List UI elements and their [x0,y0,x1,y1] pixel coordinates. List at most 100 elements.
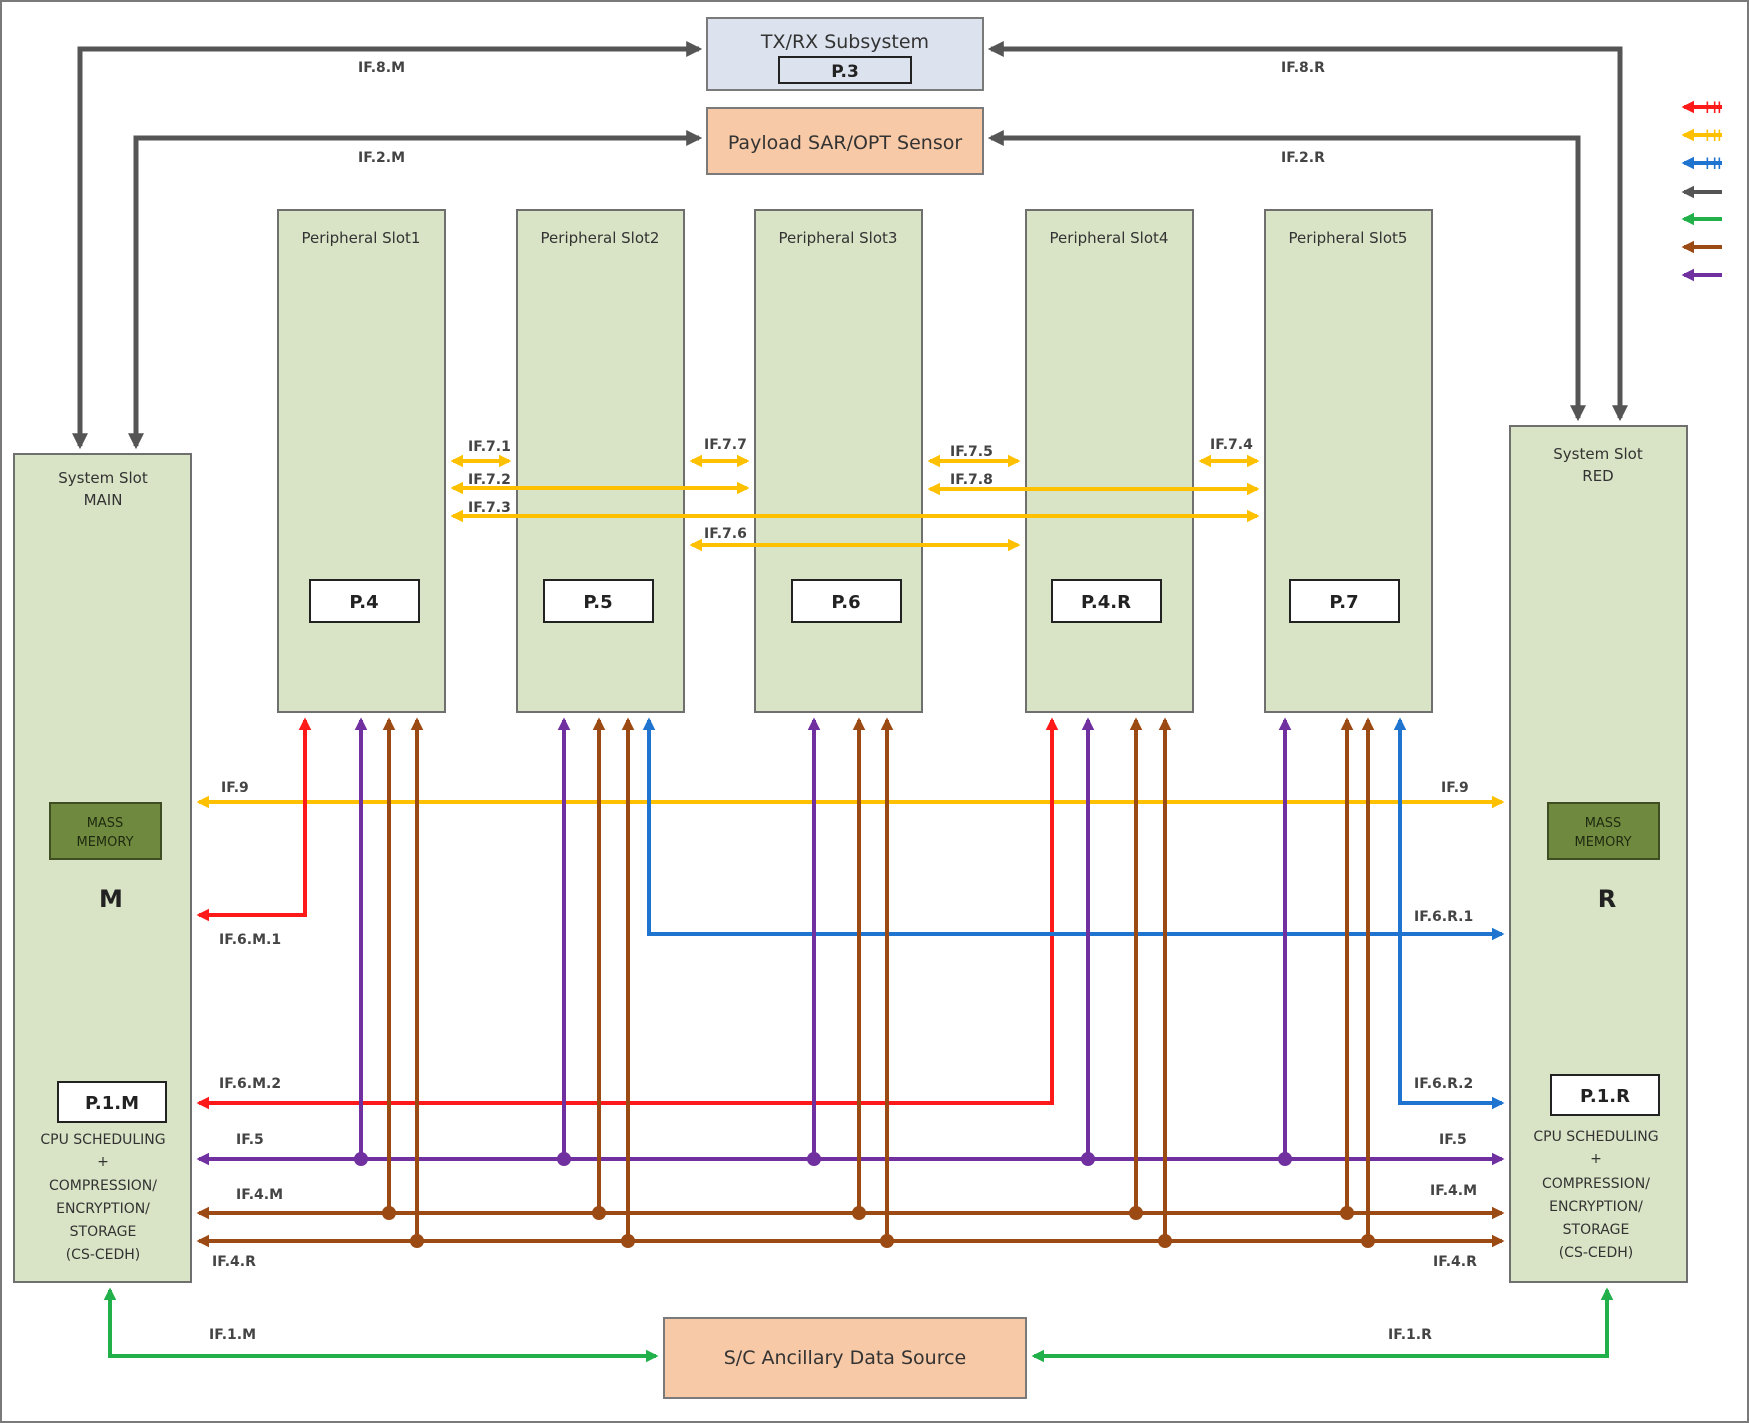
brown-links [196,717,1505,1248]
gray-links [71,40,1629,450]
link-if6r2 [1393,717,1505,1110]
label-if4m-left: IF.4.M [236,1187,283,1203]
peripheral-1-p-label: P.4 [349,592,378,613]
peripheral-5-p-box [1289,579,1400,623]
label-if4m-right: IF.4.M [1430,1183,1477,1199]
ancillary-title: S/C Ancillary Data Source [724,1347,967,1369]
label-if6m2: IF.6.M.2 [219,1076,281,1092]
label-if76: IF.7.6 [704,526,747,542]
green-links [103,1287,1614,1363]
link-if6r1 [642,717,1505,941]
peripheral-4-title: Peripheral Slot4 [1050,229,1169,247]
label-if6r1: IF.6.R.1 [1414,909,1473,925]
label-if8m: IF.8.M [358,60,405,76]
label-if4r-right: IF.4.R [1433,1254,1477,1270]
red-mass-line2: MEMORY [1574,835,1631,850]
legend-item-yellow: HI [1681,126,1722,145]
main-title-line1: System Slot [58,469,148,487]
peripheral-slot-1: Peripheral Slot1 P.4 [277,209,446,713]
peripheral-2-p-box [543,579,654,623]
label-if1m: IF.1.M [209,1327,256,1343]
peripheral-4-p-label: P.4.R [1081,592,1131,613]
label-if71: IF.7.1 [468,439,511,455]
red-desc-1: + [1590,1151,1602,1167]
label-if5-left: IF.5 [236,1132,264,1148]
peripheral-slot-4: Peripheral Slot4 P.4.R [1025,209,1194,713]
main-letter: M [99,885,123,913]
txrx-p-label: P.3 [831,62,859,82]
brown-junctions [382,1206,1375,1248]
label-if8r: IF.8.R [1281,60,1325,76]
label-if2r: IF.2.R [1281,150,1325,166]
label-if5-right: IF.5 [1439,1132,1467,1148]
legend-label-red: HI [1705,98,1722,117]
red-mass-memory [1547,802,1660,860]
link-if2r [987,129,1587,422]
peripheral-2-p-label: P.5 [583,592,612,613]
red-desc-4: STORAGE [1563,1222,1630,1238]
legend-item-blue: HI [1681,154,1722,173]
main-title-line2: MAIN [84,491,123,509]
label-if9-left: IF.9 [221,780,249,796]
label-if6r2: IF.6.R.2 [1414,1076,1473,1092]
main-desc-0: CPU SCHEDULING [40,1132,165,1148]
red-mass-line1: MASS [1585,816,1622,831]
label-if77: IF.7.7 [704,437,747,453]
main-p-label: P.1.M [85,1093,139,1114]
main-mass-line2: MEMORY [76,835,133,850]
label-if73: IF.7.3 [468,500,511,516]
peripheral-slot-2: Peripheral Slot2 P.5 [516,209,685,713]
legend: HI HI HI [1681,98,1722,282]
link-if1m [103,1287,659,1363]
system-slot-red: System Slot RED MASS MEMORY R P.1.R CPU … [1509,425,1688,1283]
red-p-box [1550,1074,1660,1116]
peripheral-slot-5: Peripheral Slot5 P.7 [1264,209,1433,713]
legend-label-blue: HI [1705,154,1722,173]
main-mass-line1: MASS [87,816,124,831]
peripheral-5-title: Peripheral Slot5 [1289,229,1408,247]
label-if78: IF.7.8 [950,472,993,488]
red-p-label: P.1.R [1580,1086,1630,1107]
peripheral-3-title: Peripheral Slot3 [779,229,898,247]
ancillary-data-source-box: S/C Ancillary Data Source [663,1317,1027,1399]
peripheral-1-p-box [309,579,420,623]
link-if8m [71,40,703,450]
label-if4r-left: IF.4.R [212,1254,256,1270]
peripheral-2-title: Peripheral Slot2 [541,229,660,247]
red-desc-0: CPU SCHEDULING [1533,1129,1658,1145]
payload-title: Payload SAR/OPT Sensor [728,132,963,154]
main-desc-3: ENCRYPTION/ [56,1201,150,1217]
red-desc-5: (CS-CEDH) [1559,1245,1634,1261]
link-if1r [1031,1287,1614,1363]
main-mass-memory [49,802,162,860]
label-if6m1: IF.6.M.1 [219,932,281,948]
label-if1r: IF.1.R [1388,1327,1432,1343]
red-letter: R [1598,885,1616,913]
peripheral-1-title: Peripheral Slot1 [302,229,421,247]
legend-label-yellow: HI [1705,126,1722,145]
interface-labels: IF.8.M IF.8.R IF.2.M IF.2.R IF.7.1 IF.7.… [209,60,1477,1343]
peripheral-5-p-label: P.7 [1329,592,1358,613]
label-if74: IF.7.4 [1210,437,1253,453]
payload-sensor-box: Payload SAR/OPT Sensor [706,107,984,175]
main-desc-2: COMPRESSION/ [49,1178,157,1194]
main-desc-5: (CS-CEDH) [66,1247,141,1263]
purple-junctions [354,1152,1292,1166]
peripheral-4-p-box [1051,579,1162,623]
label-if2m: IF.2.M [358,150,405,166]
link-if2m [127,129,703,450]
red-desc-2: COMPRESSION/ [1542,1176,1650,1192]
label-if72: IF.7.2 [468,472,511,488]
red-title-line1: System Slot [1553,445,1643,463]
txrx-title: TX/RX Subsystem [760,31,929,53]
peripheral-3-p-label: P.6 [831,592,860,613]
txrx-p-box [778,56,912,84]
label-if9-right: IF.9 [1441,780,1469,796]
system-slot-main: System Slot MAIN MASS MEMORY M P.1.M CPU… [13,453,192,1283]
txrx-subsystem-box: TX/RX Subsystem P.3 [706,17,984,91]
peripheral-slot-3: Peripheral Slot3 P.6 [754,209,923,713]
blue-links [642,717,1505,1110]
main-p-box [57,1081,167,1123]
